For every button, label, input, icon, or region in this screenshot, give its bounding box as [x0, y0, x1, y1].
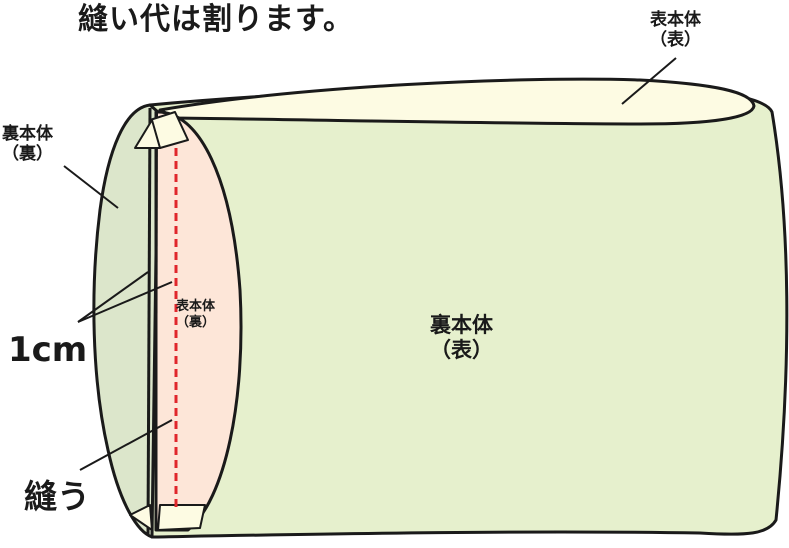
seam-tab-top-2 — [134, 119, 161, 149]
seam-tab-bottom — [157, 504, 206, 531]
lining-body-front — [148, 83, 789, 539]
leader-margin-2 — [77, 281, 173, 323]
label-lining-body-back-line1: 裏本体 — [2, 124, 53, 144]
label-lining-body-front-line2: （表） — [430, 338, 493, 363]
label-lining-body-front-line1: 裏本体 — [430, 313, 493, 337]
leader-outer-front — [621, 57, 677, 105]
label-outer-body-back-line2: （裏） — [176, 314, 216, 330]
leader-sew — [79, 419, 173, 471]
label-outer-body-back: 表本体 （裏） — [176, 299, 215, 330]
seam-edge — [146, 107, 152, 536]
leader-lining-back — [63, 165, 119, 209]
label-lining-body-back-line2: （裏） — [2, 144, 53, 165]
outer-body-opening — [158, 77, 756, 126]
diagram-title: 縫い代は割ります。 — [78, 2, 354, 37]
leader-margin-1 — [77, 271, 149, 323]
label-lining-body-front: 裏本体 （表） — [430, 313, 493, 363]
label-lining-body-back: 裏本体 （裏） — [2, 124, 53, 165]
label-outer-body-back-line1: 表本体 — [176, 299, 216, 314]
label-outer-body-front: 表本体 （表） — [650, 10, 701, 51]
label-seam-allowance: 1cm — [8, 330, 88, 370]
label-outer-body-front-line2: （表） — [650, 30, 701, 51]
seam-edge-2 — [155, 111, 158, 531]
seam-tab-bottom-2 — [129, 504, 153, 531]
label-outer-body-front-line1: 表本体 — [650, 10, 701, 30]
label-sew: 縫う — [24, 477, 90, 516]
